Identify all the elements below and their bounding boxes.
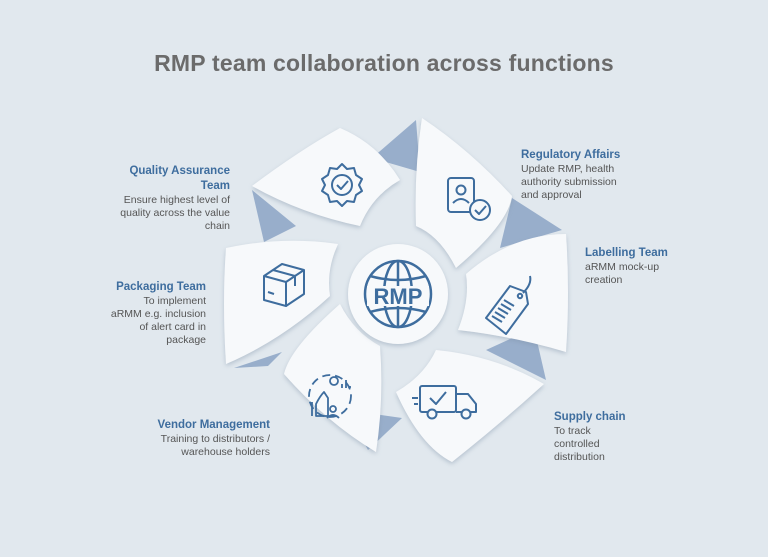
- label-labelling-team: Labelling Team aRMM mock-up creation: [585, 246, 675, 287]
- package-box-icon: [263, 263, 305, 307]
- heading-quality-assurance: Quality Assurance Team: [129, 165, 230, 192]
- tab-left-lower: [234, 352, 282, 368]
- diagram-title: RMP team collaboration across functions: [154, 50, 614, 76]
- segment-supply-chain[interactable]: [396, 350, 544, 462]
- tab-right-upper: [500, 198, 562, 248]
- heading-packaging-team: Packaging Team: [116, 281, 206, 293]
- label-supply-chain: Supply chain To track controlled distrib…: [554, 410, 629, 464]
- tab-left-upper: [252, 190, 296, 242]
- description-supply-chain: To track controlled distribution: [554, 425, 605, 463]
- label-regulatory-affairs: Regulatory Affairs Update RMP, health au…: [521, 148, 631, 202]
- heading-supply-chain: Supply chain: [554, 411, 626, 423]
- description-packaging-team: To implement aRMM e.g. inclusion of aler…: [110, 295, 206, 346]
- description-quality-assurance: Ensure highest level of quality across t…: [120, 194, 230, 232]
- label-quality-assurance: Quality Assurance Team Ensure highest le…: [100, 164, 230, 233]
- collaboration-icon: [308, 374, 352, 419]
- segment-labelling-team[interactable]: [458, 234, 568, 352]
- heading-vendor-management: Vendor Management: [157, 419, 270, 431]
- label-packaging-team: Packaging Team To implement aRMM e.g. in…: [110, 280, 206, 347]
- description-vendor-management: Training to distributors / warehouse hol…: [160, 433, 270, 458]
- center-label-backdrop: [367, 286, 429, 306]
- heading-regulatory-affairs: Regulatory Affairs: [521, 149, 621, 161]
- center-label: RMP: [374, 284, 423, 309]
- barcode-tag-icon: [485, 275, 532, 335]
- label-vendor-management: Vendor Management Training to distributo…: [156, 418, 270, 459]
- delivery-truck-icon: [412, 385, 477, 420]
- segment-packaging-team[interactable]: [224, 240, 338, 364]
- description-labelling-team: aRMM mock-up creation: [585, 261, 660, 286]
- heading-labelling-team: Labelling Team: [585, 247, 668, 259]
- description-regulatory-affairs: Update RMP, health authority submission …: [521, 163, 617, 201]
- person-check-icon: [447, 177, 491, 221]
- quality-badge-icon: [321, 163, 363, 207]
